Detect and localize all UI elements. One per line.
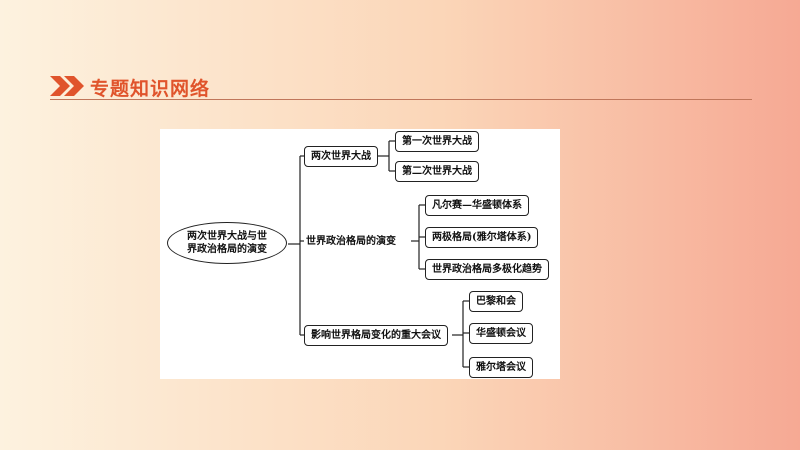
leaf-node-multipolar: 世界政治格局多极化趋势 <box>425 259 549 280</box>
leaf-node-bipolar: 两极格局(雅尔塔体系) <box>425 227 539 248</box>
branch-node-political-pattern: 世界政治格局的演变 <box>304 235 398 248</box>
leaf-node-versailles-washington: 凡尔赛—华盛顿体系 <box>425 195 529 216</box>
mind-map-panel: 两次世界大战与世 界政治格局的演变 两次世界大战 第一次世界大战 第二次世界大战… <box>160 129 560 379</box>
root-node-line1: 两次世界大战与世 <box>187 231 267 242</box>
root-node: 两次世界大战与世 界政治格局的演变 <box>167 222 287 264</box>
section-header: 专题知识网络 <box>50 72 752 102</box>
section-title: 专题知识网络 <box>90 78 211 100</box>
leaf-node-wwii: 第二次世界大战 <box>395 161 479 182</box>
leaf-node-paris-conference: 巴黎和会 <box>469 291 523 312</box>
leaf-node-washington-conference: 华盛顿会议 <box>469 323 533 344</box>
connector-lines <box>288 140 469 368</box>
header-divider <box>50 99 752 100</box>
root-node-line2: 界政治格局的演变 <box>187 244 267 255</box>
leaf-node-wwi: 第一次世界大战 <box>395 131 479 152</box>
leaf-node-yalta-conference: 雅尔塔会议 <box>469 357 533 378</box>
branch-node-two-world-wars: 两次世界大战 <box>304 146 378 167</box>
double-chevron-icon <box>50 76 84 96</box>
branch-node-major-conferences: 影响世界格局变化的重大会议 <box>304 325 448 346</box>
